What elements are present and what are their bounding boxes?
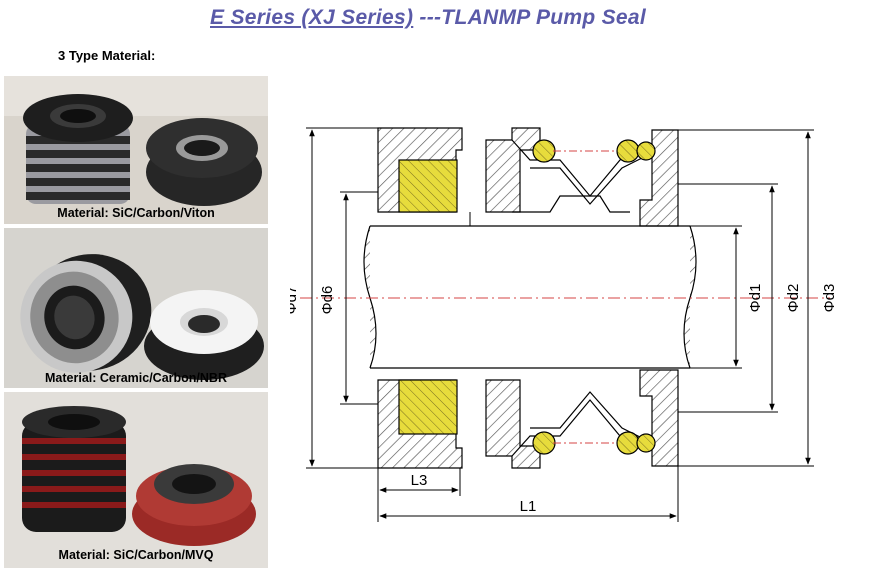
material-caption-3: Material: SiC/Carbon/MVQ <box>58 548 214 562</box>
label-d7: Φd7 <box>290 286 300 315</box>
seal-cross-section-diagram: Φd7 Φd6 Φd1 Φd2 Φd3 L3 L1 <box>290 127 838 522</box>
material-photo-2: Material: Ceramic/Carbon/NBR <box>4 228 268 388</box>
carbon-face-lower <box>398 379 458 435</box>
label-d1: Φd1 <box>747 284 764 313</box>
material-photo-1: Material: SiC/Carbon/Viton <box>4 76 268 224</box>
material-heading: 3 Type Material: <box>58 48 156 63</box>
material-caption-2: Material: Ceramic/Carbon/NBR <box>45 371 227 385</box>
page-title: E Series (XJ Series) ---TLANMP Pump Seal <box>210 6 646 30</box>
page-title-product: ---TLANMP Pump Seal <box>413 6 647 29</box>
material-caption-1: Material: SiC/Carbon/Viton <box>57 206 215 220</box>
label-l3: L3 <box>411 472 428 489</box>
shaft <box>300 225 830 369</box>
page-title-series: E Series (XJ Series) <box>210 6 414 29</box>
lower-section <box>377 369 679 469</box>
label-l1: L1 <box>520 498 537 515</box>
seal-photo-ceramic-nbr <box>4 228 268 388</box>
upper-section <box>377 127 679 227</box>
seal-photo-sic-mvq <box>4 392 268 568</box>
dimension-lines <box>306 127 814 522</box>
carbon-face-upper <box>398 159 458 213</box>
label-d3: Φd3 <box>821 284 838 313</box>
label-d6: Φd6 <box>319 286 336 315</box>
label-d2: Φd2 <box>785 284 802 313</box>
material-photo-3: Material: SiC/Carbon/MVQ <box>4 392 268 568</box>
seal-photo-sic-viton <box>4 76 268 224</box>
